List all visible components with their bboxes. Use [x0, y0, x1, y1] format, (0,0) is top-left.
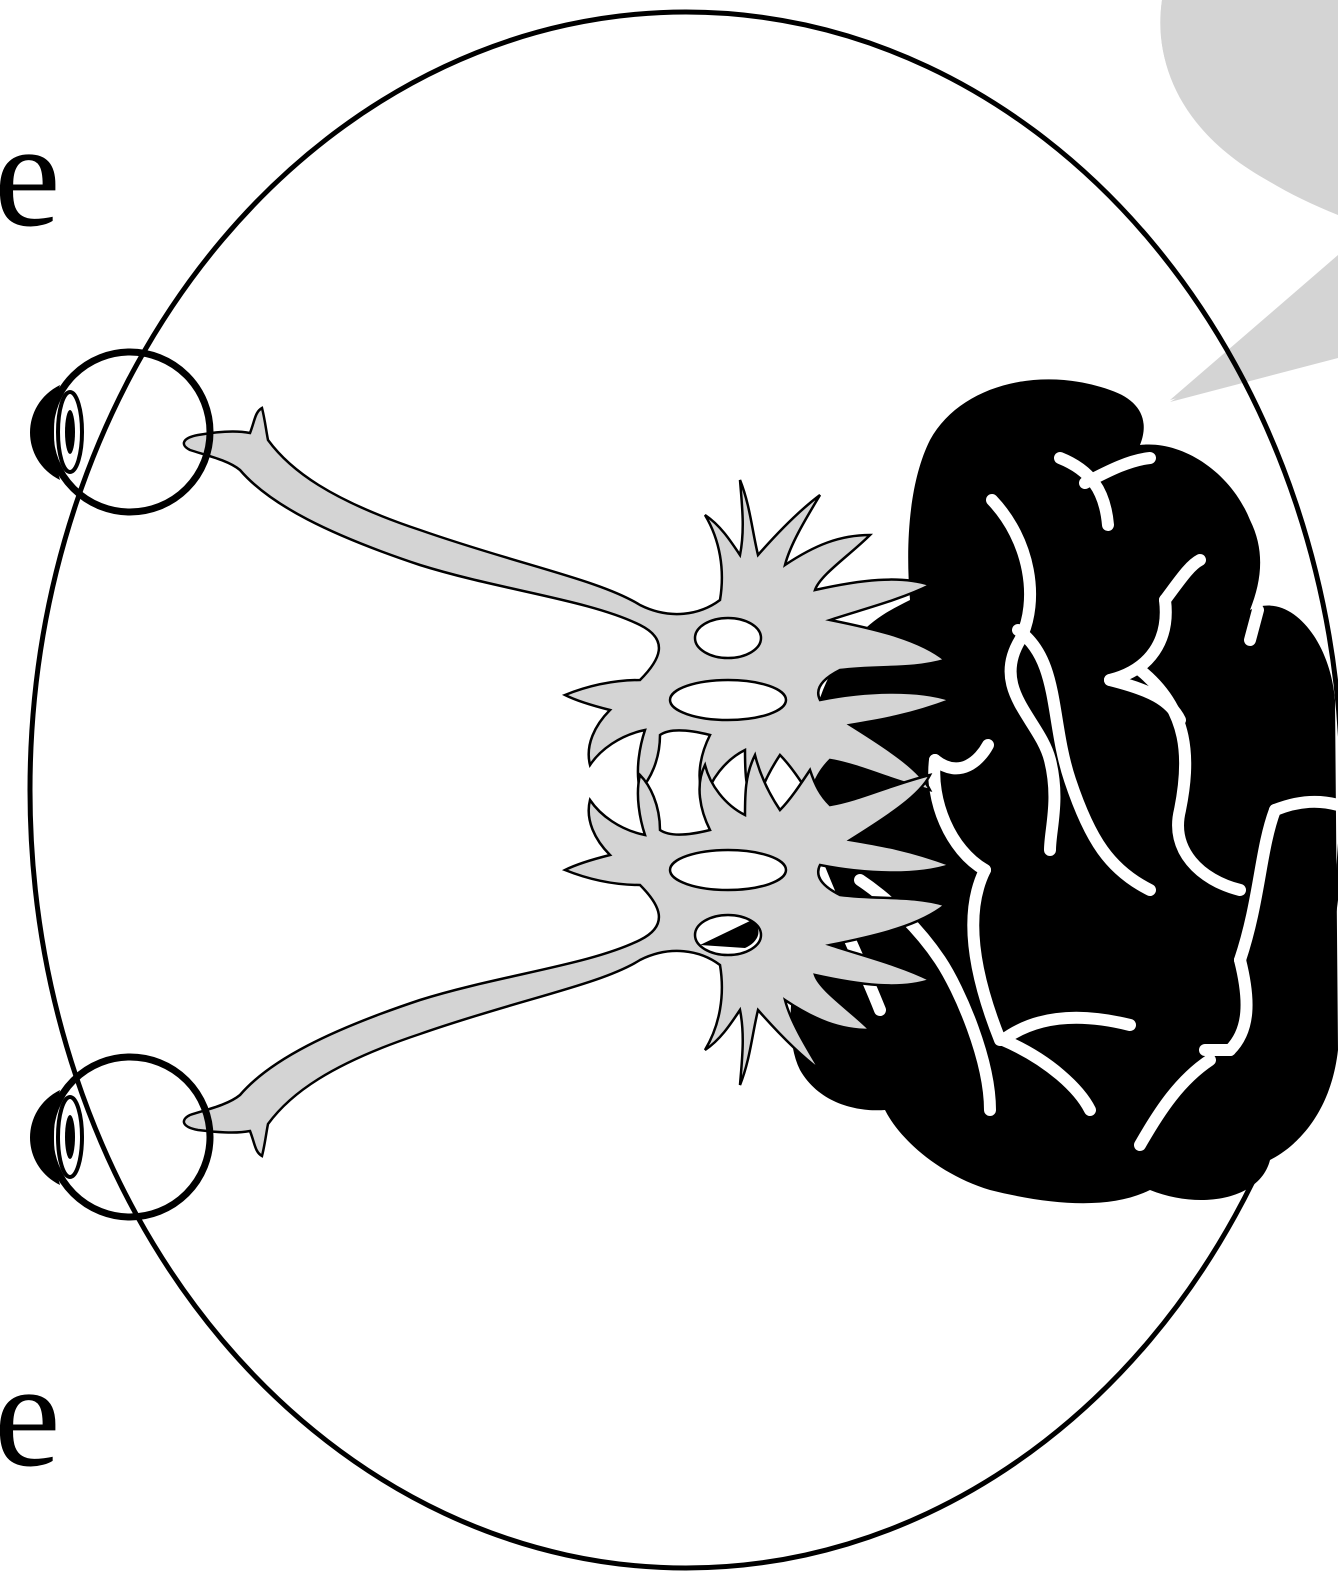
- upper-glyph-label: e: [0, 92, 61, 258]
- eye-icon: [30, 1057, 210, 1217]
- lower-glyph-label: e: [0, 1332, 61, 1498]
- brain-icon: [789, 379, 1338, 1203]
- neuron-icon: [184, 408, 950, 810]
- speech-bubble-icon: [1160, 0, 1338, 402]
- eye-icon: [30, 352, 210, 512]
